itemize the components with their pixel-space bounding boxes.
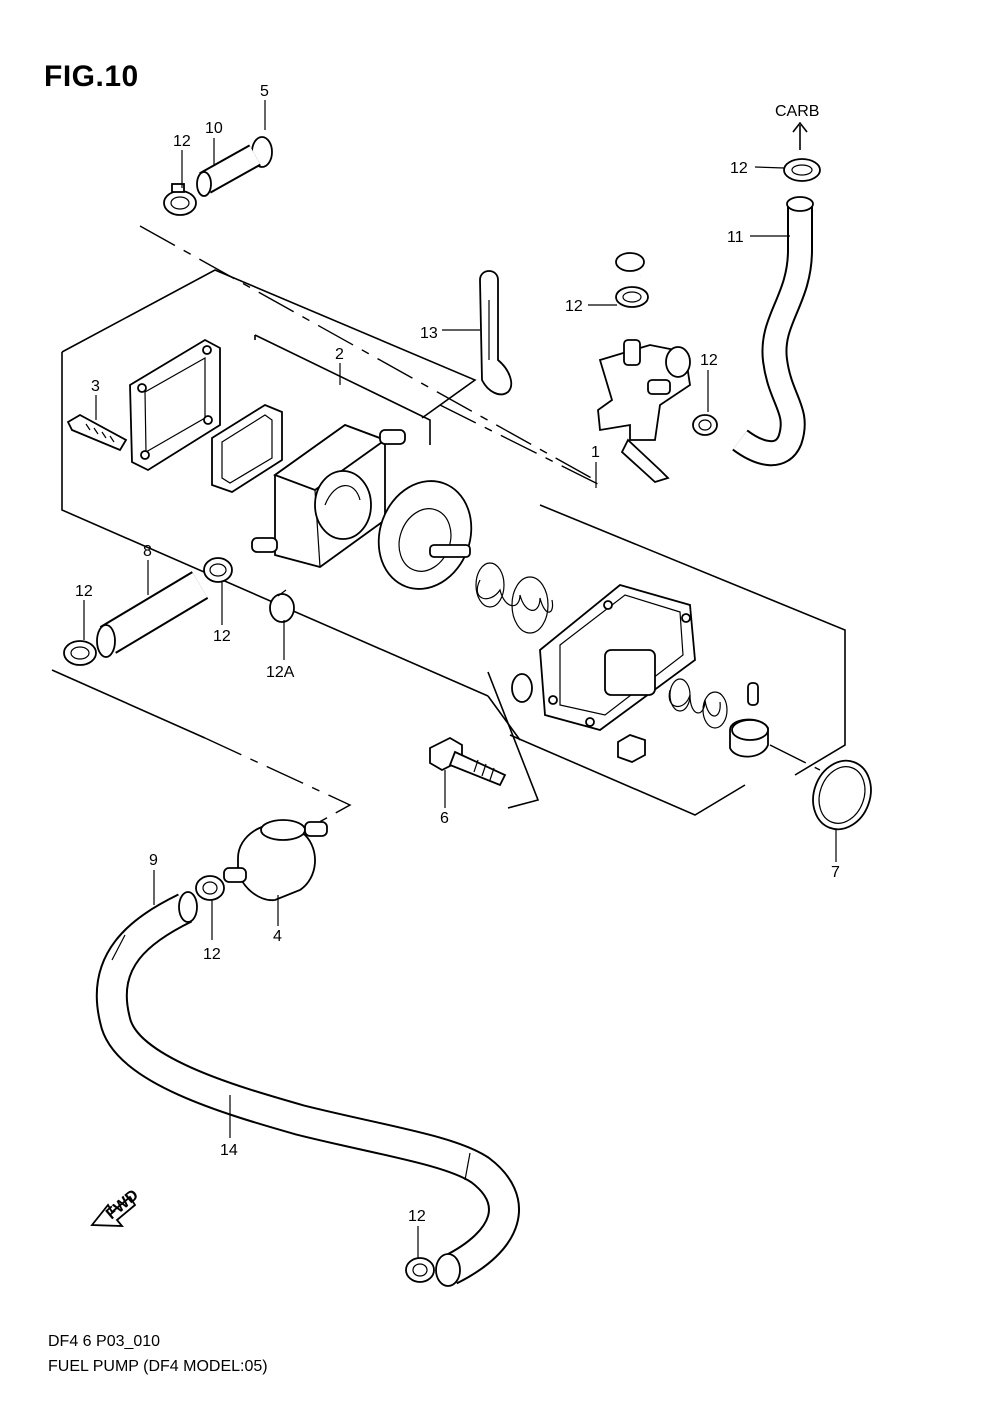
callout-2: 2 [335,346,344,363]
clip-12-hose8-right [203,557,233,583]
callout-12: 12 [700,352,718,369]
fwd-label: FWD [103,1187,142,1223]
leader-lines [83,100,837,1258]
pump-body [251,423,406,568]
callout-10: 10 [205,120,223,137]
pump-cover [129,338,221,472]
valve-cap [729,718,769,758]
callout-7: 7 [831,864,840,881]
clip-12-bottom [405,1257,435,1283]
o-ring-7 [812,759,872,831]
callout-12: 12 [173,133,191,150]
pin [747,682,759,706]
callout-13: 13 [420,325,438,342]
pump-lower-housing [511,584,696,731]
callout-12: 12 [730,160,748,177]
hose-8 [96,571,209,658]
callout-11: 11 [727,229,744,246]
callout-1: 1 [591,444,600,461]
callout-12: 12 [408,1208,426,1225]
hose-14 [95,891,520,1287]
callout-12: 12 [75,583,93,600]
callout-labels: 5 10 12 12 11 13 12 2 3 12 1 8 12 12 12A… [75,83,840,1225]
pump-assembly-box [61,269,846,816]
clip-12-carb [783,158,821,182]
callout-12: 12 [213,628,231,645]
callout-14: 14 [220,1142,238,1159]
guide-line-right [769,744,821,771]
callout-9: 9 [149,852,158,869]
hose-11 [732,196,814,467]
fuel-filter-4 [223,819,328,901]
screw-3 [66,413,128,452]
bolt-6 [429,736,507,787]
clip-12a [269,589,295,623]
figure-caption: FUEL PUMP (DF4 MODEL:05) [48,1358,268,1375]
clip-12-filter [195,875,225,901]
guide-line-lower-left [51,669,206,739]
guide-line-lower [204,737,352,831]
diaphragm [377,480,473,590]
clip-12-upper-left [163,183,197,216]
callout-12a: 12A [266,664,295,681]
callout-5: 5 [260,83,269,100]
clip-12-cock-side [692,414,718,436]
gasket-2 [211,403,283,493]
nut [617,734,646,763]
clip-12-hose8-left [63,640,97,666]
callout-6: 6 [440,810,449,827]
figure-code: DF4 6 P03_010 [48,1333,161,1350]
spring-small [668,678,728,729]
callout-3: 3 [91,378,100,395]
hose-10 [196,144,261,197]
figure-title: FIG.10 [44,60,139,93]
callout-8: 8 [143,543,152,560]
bracket-13 [479,270,512,396]
guide-line-upper [139,225,596,481]
callout-12: 12 [565,298,583,315]
hose-5 [251,90,659,280]
callout-4: 4 [273,928,282,945]
spring [475,562,554,634]
callout-12: 12 [203,946,221,963]
guide-line-middle [439,404,601,486]
fwd-arrow-icon: FWD [90,1187,142,1227]
fuel-cock [597,339,691,484]
arrow-to-carb [792,121,808,150]
carb-label: CARB [775,103,819,120]
clip-12-cock-top [615,286,649,308]
